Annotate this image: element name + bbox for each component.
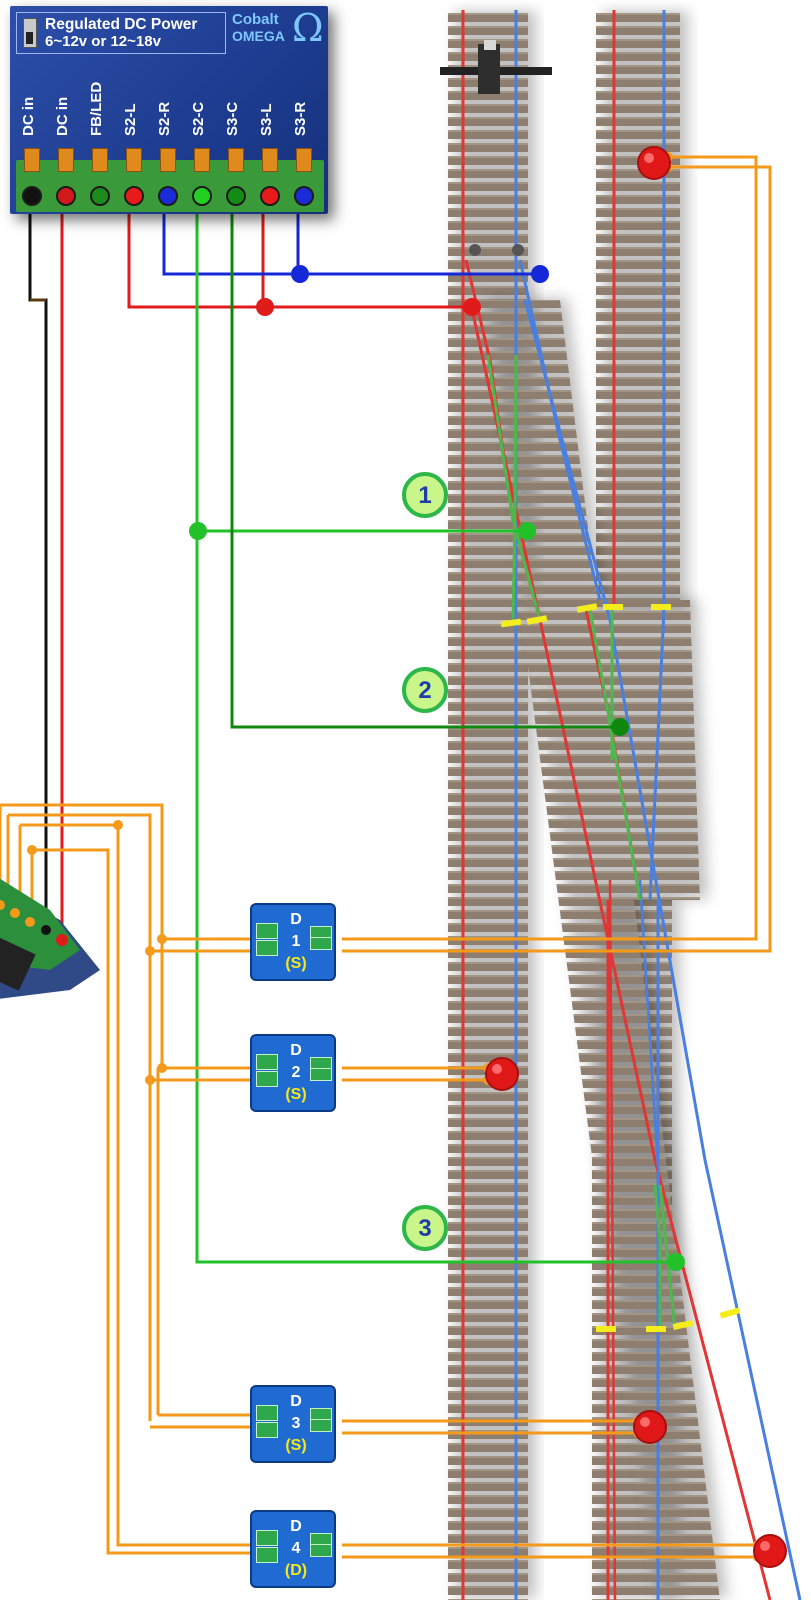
brand-logo: Cobalt OMEGA Ω — [232, 8, 324, 52]
wire-junctions — [189, 265, 685, 1271]
detector-terminal — [256, 923, 278, 939]
detector-terminal — [256, 1547, 278, 1563]
terminal-hole — [158, 186, 178, 206]
terminal-hole — [192, 186, 212, 206]
terminal-label: S2-R — [156, 101, 173, 136]
detector-4: D 4 (D) — [250, 1510, 336, 1588]
badge-number: 2 — [418, 677, 432, 704]
badge-1: 1 — [402, 472, 448, 518]
terminal-lever[interactable] — [92, 148, 108, 172]
brand-line1: Cobalt — [232, 11, 279, 28]
detector-letter: D — [290, 911, 302, 928]
terminal-hole — [56, 186, 76, 206]
detector-number: 1 — [291, 933, 301, 950]
brand-line2: OMEGA — [232, 28, 285, 44]
signal-lamps — [485, 146, 787, 1568]
power-switch — [23, 18, 37, 48]
detector-terminal — [256, 1530, 278, 1546]
detector-terminal — [256, 1071, 278, 1087]
power-title-box: Regulated DC Power 6~12v or 12~18v — [16, 12, 226, 54]
module-title: Regulated DC Power — [45, 16, 198, 33]
detector-2: D 2 (S) — [250, 1034, 336, 1112]
uncoupler — [440, 40, 552, 256]
detector-1: D 1 (S) — [250, 903, 336, 981]
wire-green-s2c — [195, 190, 676, 1264]
omega-icon: Ω — [292, 6, 324, 50]
wire-orange — [0, 155, 772, 1559]
signal-lamp-2 — [485, 1057, 519, 1091]
detector-number: 3 — [291, 1415, 301, 1432]
badge-2: 2 — [402, 667, 448, 713]
terminal-label: DC in — [54, 96, 71, 136]
controller-board — [0, 840, 104, 1000]
detector-type: (S) — [285, 1086, 307, 1103]
terminal-lever[interactable] — [58, 148, 74, 172]
signal-lamp-1 — [637, 146, 671, 180]
power-module: Regulated DC Power 6~12v or 12~18v Cobal… — [10, 6, 328, 214]
terminal-lever[interactable] — [24, 148, 40, 172]
terminal-label: S3-R — [292, 101, 309, 136]
terminal-lever[interactable] — [160, 148, 176, 172]
terminal-label: S3-C — [224, 101, 241, 136]
detector-terminal — [256, 1422, 278, 1438]
detector-terminal — [256, 940, 278, 956]
badge-3: 3 — [402, 1205, 448, 1251]
terminal-lever[interactable] — [228, 148, 244, 172]
detector-number: 4 — [291, 1540, 301, 1557]
badge-number: 1 — [418, 482, 432, 509]
terminal-label: DC in — [20, 96, 37, 136]
detector-letter: D — [290, 1518, 302, 1535]
detector-number: 2 — [291, 1064, 301, 1081]
detector-type: (S) — [285, 955, 307, 972]
detector-output — [310, 1057, 332, 1081]
detector-terminal — [256, 1405, 278, 1421]
terminal-hole — [260, 186, 280, 206]
frog-rails — [486, 354, 677, 1331]
terminal-lever[interactable] — [262, 148, 278, 172]
detector-output — [310, 1408, 332, 1432]
detector-output — [310, 1533, 332, 1557]
detector-terminal — [256, 1054, 278, 1070]
signal-lamp-3 — [633, 1410, 667, 1444]
detector-letter: D — [290, 1393, 302, 1410]
detector-letter: D — [290, 1042, 302, 1059]
rail-gap-markers — [500, 603, 741, 1332]
terminal-hole — [294, 186, 314, 206]
detector-type: (D) — [284, 1562, 308, 1579]
module-subtitle: 6~12v or 12~18v — [45, 33, 161, 50]
wire-green-s3c — [230, 190, 620, 729]
terminal-hole — [22, 186, 42, 206]
terminal-lever[interactable] — [296, 148, 312, 172]
terminal-label: S3-L — [258, 103, 275, 136]
terminal-hole — [226, 186, 246, 206]
detector-3: D 3 (S) — [250, 1385, 336, 1463]
terminal-label: S2-C — [190, 101, 207, 136]
terminal-lever[interactable] — [194, 148, 210, 172]
badge-number: 3 — [418, 1215, 432, 1242]
terminal-label: FB/LED — [88, 81, 105, 136]
terminal-hole — [124, 186, 144, 206]
terminal-lever[interactable] — [126, 148, 142, 172]
signal-lamp-4 — [753, 1534, 787, 1568]
wire-black — [28, 190, 48, 930]
terminal-hole — [90, 186, 110, 206]
detector-type: (S) — [285, 1437, 307, 1454]
terminal-label: S2-L — [122, 103, 139, 136]
detector-output — [310, 926, 332, 950]
